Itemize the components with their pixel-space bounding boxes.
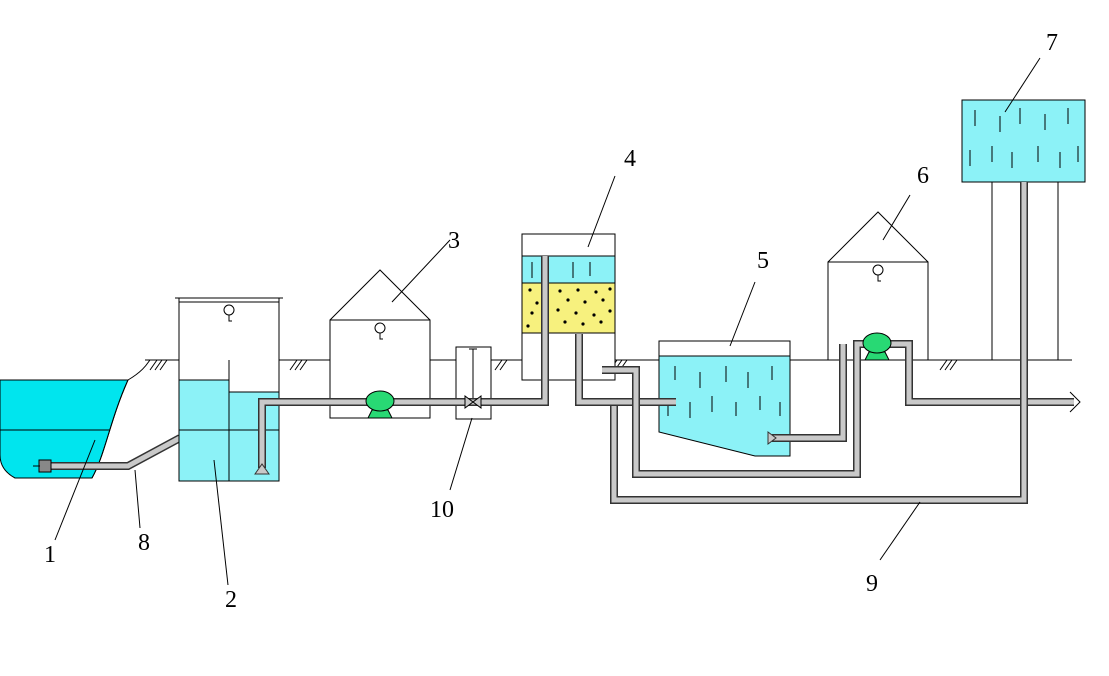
label-6: 6 [917,163,929,189]
pump-suction-pipe [767,344,847,445]
label-9: 9 [866,571,878,597]
motor-icon [872,264,884,282]
label-5: 5 [757,248,769,274]
clear-water-reservoir [658,340,791,457]
label-4: 4 [624,146,636,172]
intake-head-icon [38,459,52,473]
pump-2-icon [862,332,892,361]
label-3: 3 [448,228,460,254]
label-2: 2 [225,587,237,613]
label-10: 10 [430,497,454,523]
motor-icon [223,304,235,322]
label-7: 7 [1046,30,1058,56]
suction-bell-icon [254,463,270,475]
label-8: 8 [138,530,150,556]
raw-water-pipe [254,256,549,475]
river-source [0,359,151,479]
suction-bell-icon [767,431,777,445]
valve-icon [464,395,482,409]
filter-media-dots [526,287,612,328]
dosing-valve-box [455,346,492,420]
intake-well [175,297,283,482]
motor-icon [374,322,386,340]
filtered-water-pipe [575,334,1081,478]
filter-tank [521,233,616,381]
intake-pipe [33,434,182,473]
pump-1-icon [365,390,395,419]
label-1: 1 [44,542,56,568]
leader-lines [54,57,1041,586]
tower-return-pipe [610,182,1028,504]
